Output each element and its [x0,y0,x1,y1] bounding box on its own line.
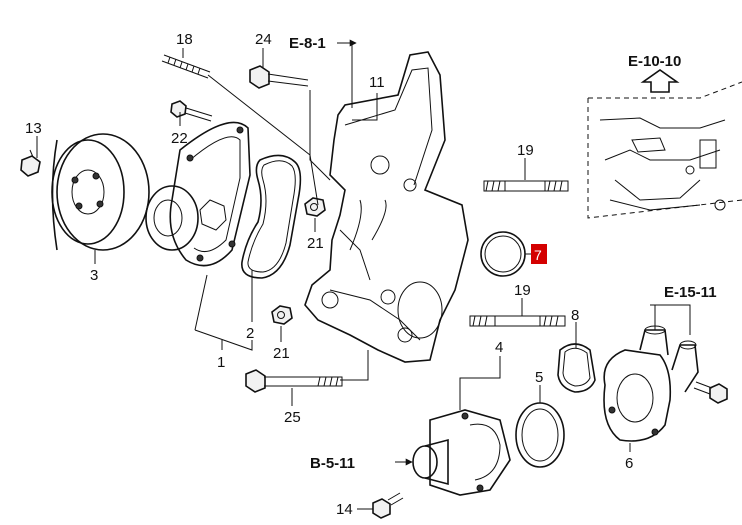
label-part-3[interactable]: 3 [90,267,98,284]
label-part-24[interactable]: 24 [255,31,272,48]
label-part-21-lower[interactable]: 21 [273,345,290,362]
highlight-box [531,244,547,264]
inset-engine-view [587,81,742,219]
label-part-8[interactable]: 8 [571,307,579,324]
label-part-4[interactable]: 4 [495,339,503,356]
label-part-14[interactable]: 14 [336,501,353,518]
bolt-14[interactable] [372,492,404,519]
label-part-1[interactable]: 1 [217,354,225,371]
label-part-7[interactable]: 7 [534,247,542,263]
o-ring[interactable] [480,231,526,277]
label-part-5[interactable]: 5 [535,369,543,386]
water-pump-pulley[interactable] [51,133,150,251]
label-part-2[interactable]: 2 [246,325,254,342]
label-part-11[interactable]: 11 [369,74,385,91]
label-part-21-upper[interactable]: 21 [307,235,324,252]
bolt-25[interactable] [245,369,343,393]
label-part-25[interactable]: 25 [284,409,301,426]
nut-21-upper[interactable] [304,197,326,217]
pulley-bolt[interactable] [20,149,41,177]
stud-19-upper[interactable] [483,180,569,192]
nut-21-lower[interactable] [271,305,293,325]
thermostat-housing[interactable] [603,325,699,442]
label-part-22[interactable]: 22 [171,130,188,147]
label-part-6[interactable]: 6 [625,455,633,472]
bracket[interactable] [304,51,469,363]
reference-arrows [337,39,680,466]
label-part-19-lower[interactable]: 19 [514,282,531,299]
leader-lines [36,48,691,510]
label-part-18[interactable]: 18 [176,31,193,48]
ref-e-8-1[interactable]: E-8-1 [289,35,326,52]
label-part-13[interactable]: 13 [25,120,42,137]
stud-19-lower[interactable] [469,315,566,327]
pump-bolt-22[interactable] [170,100,213,122]
housing-bolt[interactable] [693,381,728,404]
ref-e-15-11[interactable]: E-15-11 [664,284,717,301]
bolt-24[interactable] [249,65,309,89]
thermostat[interactable] [412,409,511,496]
reference-labels: E-8-1 E-10-10 E-15-11 B-5-11 [289,35,717,472]
ref-e-10-10[interactable]: E-10-10 [628,53,681,70]
thermostat-gasket-5[interactable] [515,402,565,468]
part-labels: 18 24 11 13 22 3 21 2 21 1 25 19 19 8 4 … [25,31,633,518]
stud-18[interactable] [161,54,211,79]
label-part-19-upper[interactable]: 19 [517,142,534,159]
ref-b-5-11[interactable]: B-5-11 [310,455,355,472]
water-pump[interactable] [145,121,251,267]
thermostat-gasket-8[interactable] [557,343,596,393]
